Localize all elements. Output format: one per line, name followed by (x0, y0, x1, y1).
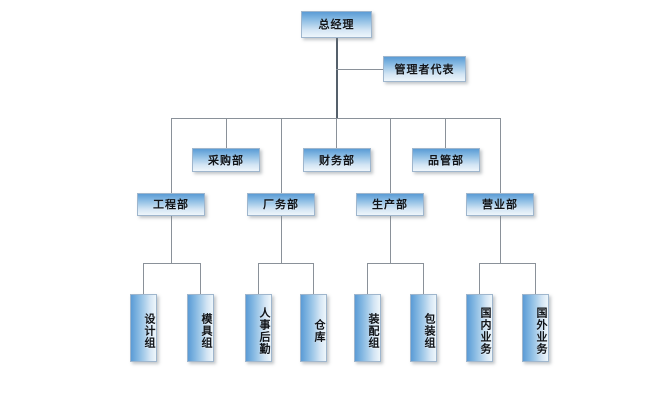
node-packaging-group[interactable]: 包装组 (410, 294, 437, 362)
connector-drop-purchasing (226, 118, 227, 149)
node-label: 国外业务 (535, 307, 548, 355)
connector-ceo-trunk (336, 38, 338, 118)
connector-drop-hr (258, 263, 259, 294)
connector-drop-sales (500, 118, 501, 193)
node-hr-logistics-group[interactable]: 人事后勤 (245, 294, 272, 362)
connector-drop-mold (200, 263, 201, 294)
node-label: 模具组 (200, 313, 213, 349)
connector-subbus-plant (258, 263, 313, 264)
node-label: 包装组 (423, 313, 436, 349)
connector-drop-domestic (479, 263, 480, 294)
connector-drop-warehouse (313, 263, 314, 294)
connector-drop-engineering (171, 118, 172, 193)
connector-drop-finance (336, 118, 337, 149)
connector-drop-quality (445, 118, 446, 149)
node-warehouse-group[interactable]: 仓库 (300, 294, 327, 362)
node-label: 厂务部 (263, 198, 299, 211)
node-plant-affairs-dept[interactable]: 厂务部 (247, 193, 315, 216)
node-assembly-group[interactable]: 装配组 (354, 294, 381, 362)
node-label: 国内业务 (479, 307, 492, 355)
connector-stem-plant (281, 216, 282, 263)
node-overseas-business[interactable]: 国外业务 (522, 294, 549, 362)
node-label: 品管部 (428, 153, 464, 167)
node-sales-dept[interactable]: 营业部 (466, 193, 534, 216)
node-label: 装配组 (367, 313, 380, 349)
node-label: 总经理 (318, 18, 355, 31)
connector-subbus-engineering (143, 263, 200, 264)
connector-drop-plant (281, 118, 282, 193)
node-management-representative[interactable]: 管理者代表 (383, 56, 466, 82)
node-finance-dept[interactable]: 财务部 (303, 148, 371, 172)
connector-subbus-production (367, 263, 423, 264)
connector-drop-packaging (423, 263, 424, 294)
node-label: 采购部 (208, 153, 244, 167)
node-label: 工程部 (153, 198, 189, 211)
node-label: 设计组 (143, 313, 156, 349)
node-engineering-dept[interactable]: 工程部 (137, 193, 205, 216)
node-production-dept[interactable]: 生产部 (356, 193, 424, 216)
connector-drop-production (390, 118, 391, 193)
connector-drop-overseas (535, 263, 536, 294)
connector-drop-design (143, 263, 144, 294)
connector-stem-engineering (171, 216, 172, 263)
node-label: 财务部 (319, 153, 355, 167)
node-label: 仓库 (313, 319, 326, 343)
connector-subbus-sales (479, 263, 535, 264)
connector-stem-sales (500, 216, 501, 263)
node-label: 人事后勤 (258, 307, 271, 355)
connector-stem-production (390, 216, 391, 263)
node-purchasing-dept[interactable]: 采购部 (192, 148, 260, 172)
connector-drop-assembly (367, 263, 368, 294)
node-mold-group[interactable]: 模具组 (187, 294, 214, 362)
node-label: 生产部 (372, 198, 408, 211)
node-domestic-business[interactable]: 国内业务 (466, 294, 493, 362)
connector-mgmt-rep (336, 69, 383, 70)
node-label: 营业部 (482, 198, 518, 211)
node-general-manager[interactable]: 总经理 (301, 11, 372, 38)
node-label: 管理者代表 (394, 62, 455, 76)
node-design-group[interactable]: 设计组 (130, 294, 157, 362)
node-quality-dept[interactable]: 品管部 (412, 148, 480, 172)
